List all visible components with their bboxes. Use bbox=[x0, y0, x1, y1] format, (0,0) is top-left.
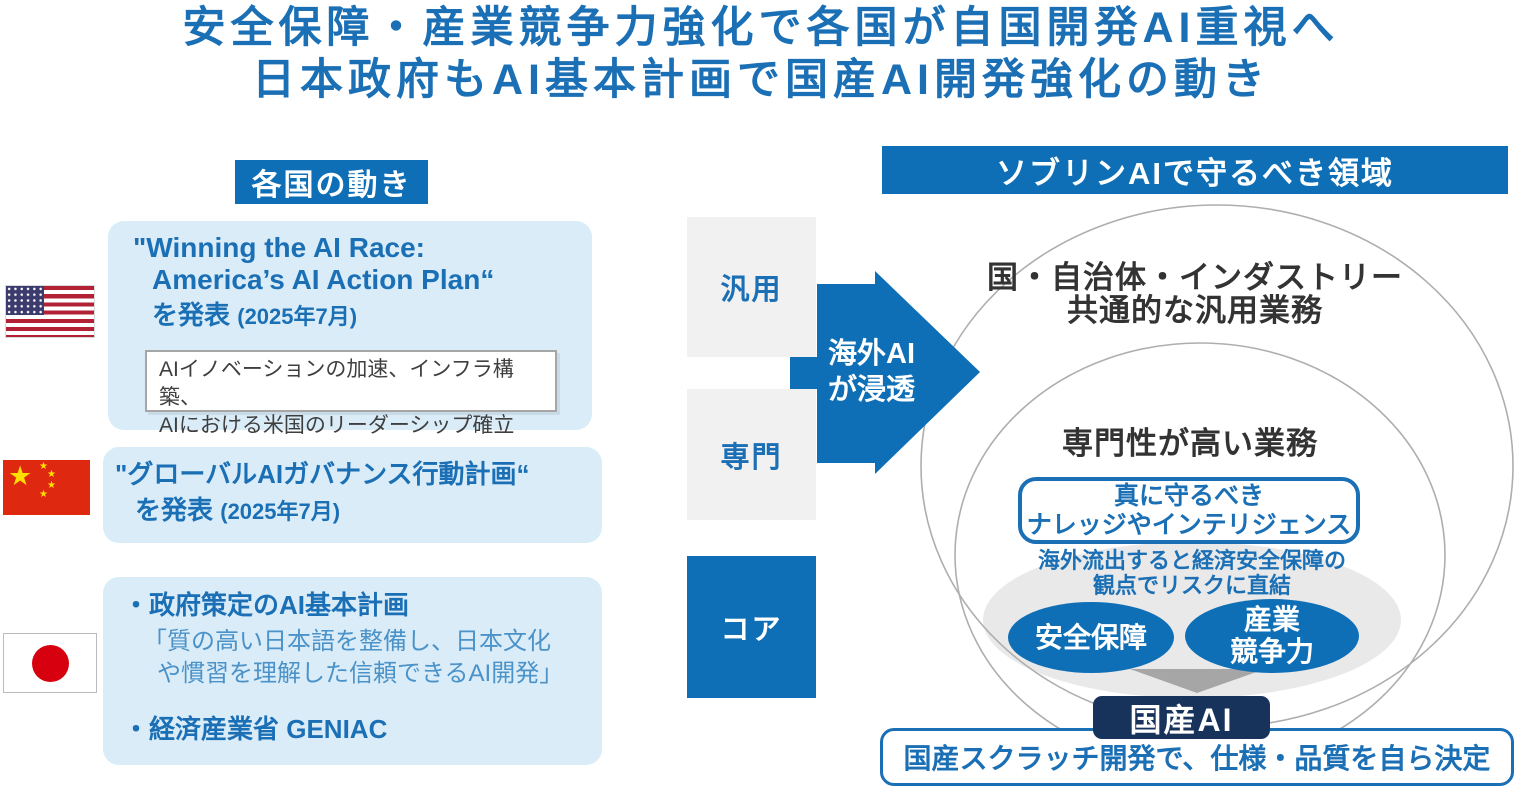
usa-publish-label: を発表 bbox=[152, 300, 231, 330]
industry-ellipse: 産業 競争力 bbox=[1185, 599, 1359, 673]
star-glyph: ★ bbox=[8, 461, 33, 491]
usa-publish-date: (2025年7月) bbox=[237, 304, 358, 329]
usa-card: "Winning the AI Race: America’s AI Actio… bbox=[108, 221, 592, 437]
risk-note-line-2: 観点でリスクに直結 bbox=[1092, 573, 1291, 598]
usa-card-title-line-2: America’s AI Action Plan“ bbox=[152, 264, 495, 295]
layer-box-specialized: 専門 bbox=[687, 389, 816, 520]
japan-card-item-2: ・経済産業省 GENIAC bbox=[123, 714, 388, 744]
left-section-header: 各国の動き bbox=[235, 160, 428, 204]
star-glyph: ★ bbox=[39, 461, 48, 472]
knowledge-box: 真に守るべき ナレッジやインテリジェンス bbox=[1018, 477, 1360, 544]
arrow-label-line-1: 海外AI bbox=[828, 338, 916, 370]
arrow-label-line-2: が浸透 bbox=[828, 374, 916, 406]
industry-line-1: 産業 bbox=[1243, 604, 1300, 635]
china-card-title: "グローバルAIガバナンス行動計画“ bbox=[115, 459, 530, 489]
china-publish-label: を発表 bbox=[135, 495, 214, 525]
knowledge-line-2: ナレッジやインテリジェンス bbox=[1026, 510, 1352, 539]
security-ellipse: 安全保障 bbox=[1008, 602, 1174, 673]
risk-note-line-1: 海外流出すると経済安全保障の bbox=[1037, 548, 1346, 573]
foreign-ai-arrow-icon bbox=[790, 271, 980, 474]
industry-line-2: 競争力 bbox=[1229, 636, 1314, 667]
japan-card-item-1: ・政府策定のAI基本計画 bbox=[123, 590, 410, 620]
china-flag-icon: ★ ★ ★ ★ ★ bbox=[3, 460, 90, 515]
layer-box-generic: 汎用 bbox=[687, 217, 816, 357]
general-scope-line-2: 共通的な汎用業務 bbox=[1067, 293, 1323, 328]
china-card: "グローバルAIガバナンス行動計画“ を発表 (2025年7月) bbox=[103, 447, 602, 543]
domestic-ai-badge: 国産AI bbox=[1093, 696, 1270, 739]
japan-quote-line-2: や慣習を理解した信頼できるAI開発」 bbox=[157, 660, 564, 687]
china-publish-date: (2025年7月) bbox=[220, 499, 341, 524]
down-triangle-icon bbox=[1130, 669, 1265, 693]
risk-note: 海外流出すると経済安全保障の 観点でリスクに直結 bbox=[1002, 548, 1382, 598]
usa-note-line-2: AIにおける米国のリーダーシップ確立 bbox=[159, 414, 515, 437]
knowledge-line-1: 真に守るべき bbox=[1113, 481, 1264, 510]
star-glyph: ★ bbox=[39, 489, 48, 500]
usa-flag-canton bbox=[6, 286, 44, 315]
japan-card: ・政府策定のAI基本計画 「質の高い日本語を整備し、日本文化 や慣習を理解した信… bbox=[103, 577, 602, 765]
japan-flag-sun bbox=[31, 644, 69, 682]
specialized-scope-label: 専門性が高い業務 bbox=[1062, 426, 1318, 461]
right-section-header: ソブリンAIで守るべき領域 bbox=[882, 146, 1508, 194]
page-title-line-2: 日本政府もAI基本計画で国産AI開発強化の動き bbox=[252, 56, 1270, 104]
china-card-publish-line: を発表 (2025年7月) bbox=[135, 495, 340, 527]
japan-quote-line-1: 「質の高い日本語を整備し、日本文化 bbox=[143, 628, 551, 655]
usa-note-line-1: AIイノベーションの加速、インフラ構築、 bbox=[159, 358, 514, 409]
page-title: 安全保障・産業競争力強化で各国が自国開発AI重視へ 日本政府もAI基本計画で国産… bbox=[0, 2, 1522, 106]
usa-card-publish-line: を発表 (2025年7月) bbox=[152, 300, 357, 332]
star-glyph: ★ bbox=[47, 469, 56, 480]
usa-card-title-line-1: "Winning the AI Race: bbox=[133, 232, 425, 263]
japan-flag-icon bbox=[3, 633, 97, 693]
usa-flag-icon bbox=[5, 285, 95, 338]
general-scope-label: 国・自治体・インダストリー 共通的な汎用業務 bbox=[945, 261, 1445, 327]
star-glyph: ★ bbox=[47, 480, 56, 491]
general-scope-line-1: 国・自治体・インダストリー bbox=[987, 260, 1403, 295]
layer-box-core: コア bbox=[687, 556, 816, 698]
usa-note-box: AIイノベーションの加速、インフラ構築、 AIにおける米国のリーダーシップ確立 bbox=[145, 350, 557, 437]
foreign-ai-arrow-label: 海外AI が浸透 bbox=[828, 336, 915, 408]
page-title-line-1: 安全保障・産業競争力強化で各国が自国開発AI重視へ bbox=[182, 4, 1340, 52]
